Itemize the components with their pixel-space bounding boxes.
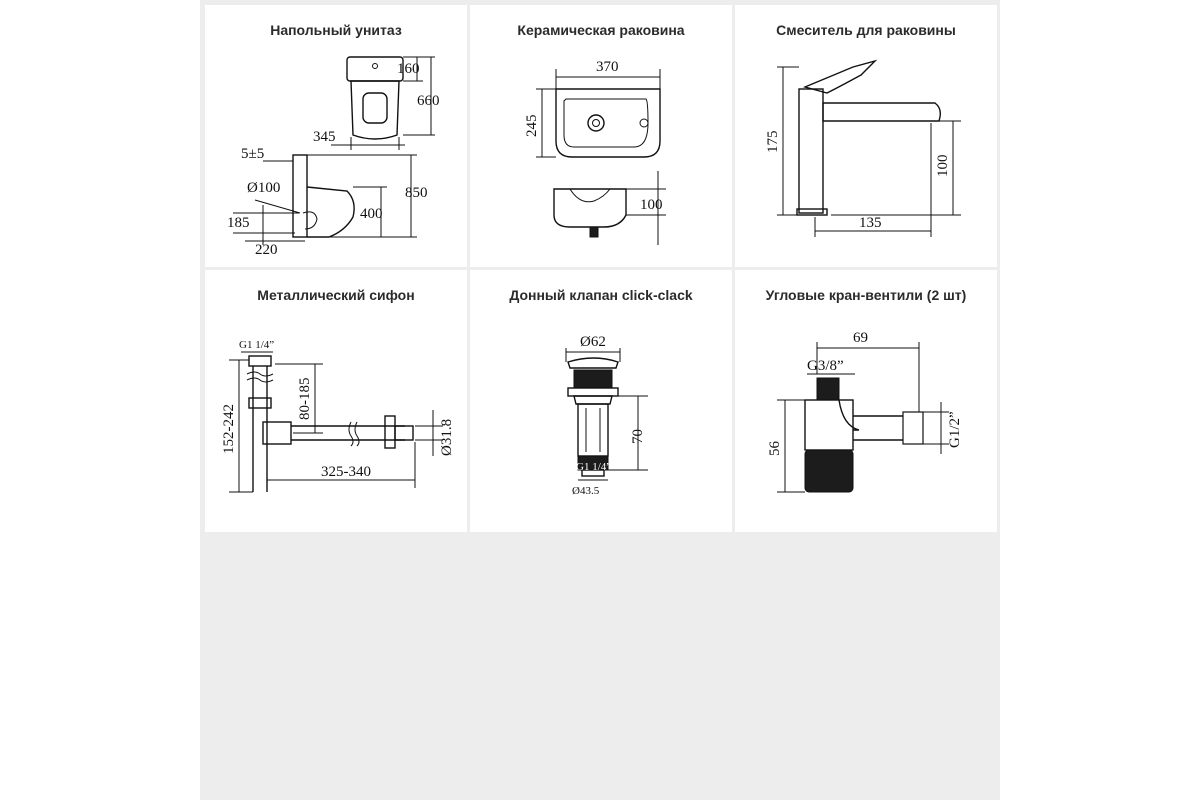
drain-valve-drawing: Ø62 G1 1/4” 70 Ø43.5: [565, 334, 648, 497]
panel-title: Напольный унитаз: [270, 22, 402, 38]
panel-metal-siphon: Металлический сифон G1 1/4” 80-185: [205, 270, 467, 532]
panel-faucet: Смеситель для раковины 175 100 135: [735, 5, 997, 267]
dim-370: 370: [596, 59, 619, 75]
panel-ceramic-sink: Керамическая раковина 370 245: [470, 5, 732, 267]
dim-80-185: 80-185: [297, 378, 313, 421]
dim-850: 850: [405, 185, 428, 201]
dim-100: 100: [640, 197, 663, 213]
dim-g38: G3/8”: [807, 358, 844, 374]
panel-title: Угловые кран-вентили (2 шт): [765, 287, 967, 303]
panel-title: Смеситель для раковины: [776, 22, 956, 38]
dim-g114: G1 1/4”: [239, 339, 274, 351]
dim-400: 400: [360, 206, 383, 222]
dim-100: 100: [935, 155, 951, 178]
dim-160: 160: [397, 61, 420, 77]
dim-245: 245: [524, 115, 540, 138]
dim-70: 70: [630, 429, 646, 444]
siphon-drawing: G1 1/4” 80-185 152-242: [221, 339, 455, 493]
toilet-drawing: 160 660 345 850 400 5±5 Ø100: [227, 56, 440, 258]
dim-175: 175: [765, 131, 781, 154]
panel-title: Керамическая раковина: [517, 22, 685, 38]
dim-5: 5±5: [241, 146, 264, 162]
dim-220: 220: [255, 242, 278, 258]
sink-drawing: 370 245 100: [524, 59, 666, 245]
spec-sheet: Напольный унитаз 160 660 345: [200, 0, 1000, 800]
dim-g12: G1/2”: [947, 411, 963, 448]
panel-title: Металлический сифон: [257, 287, 415, 303]
dim-69: 69: [853, 330, 868, 346]
dim-g114: G1 1/4”: [576, 461, 611, 473]
dim-d43-5: Ø43.5: [572, 485, 600, 497]
panel-angle-valves: Угловые кран-вентили (2 шт) 69 G3/8”: [735, 270, 997, 532]
dim-d62: Ø62: [580, 334, 606, 350]
dim-152-242: 152-242: [221, 404, 237, 454]
dim-d31-8: Ø31.8: [439, 419, 455, 456]
dim-135: 135: [859, 215, 882, 231]
faucet-drawing: 175 100 135: [765, 59, 961, 237]
angle-valve-drawing: 69 G3/8” 56 G1/2”: [767, 330, 963, 493]
panel-click-clack: Донный клапан click-clack Ø62 G1 1/4” 70: [470, 270, 732, 532]
dim-660: 660: [417, 93, 440, 109]
dim-56: 56: [767, 441, 783, 457]
dim-d100: Ø100: [247, 180, 280, 196]
dim-345: 345: [313, 129, 336, 145]
panel-title: Донный клапан click-clack: [509, 287, 693, 303]
dim-185: 185: [227, 215, 250, 231]
dim-325-340: 325-340: [321, 464, 371, 480]
panel-floor-toilet: Напольный унитаз 160 660 345: [205, 5, 467, 267]
